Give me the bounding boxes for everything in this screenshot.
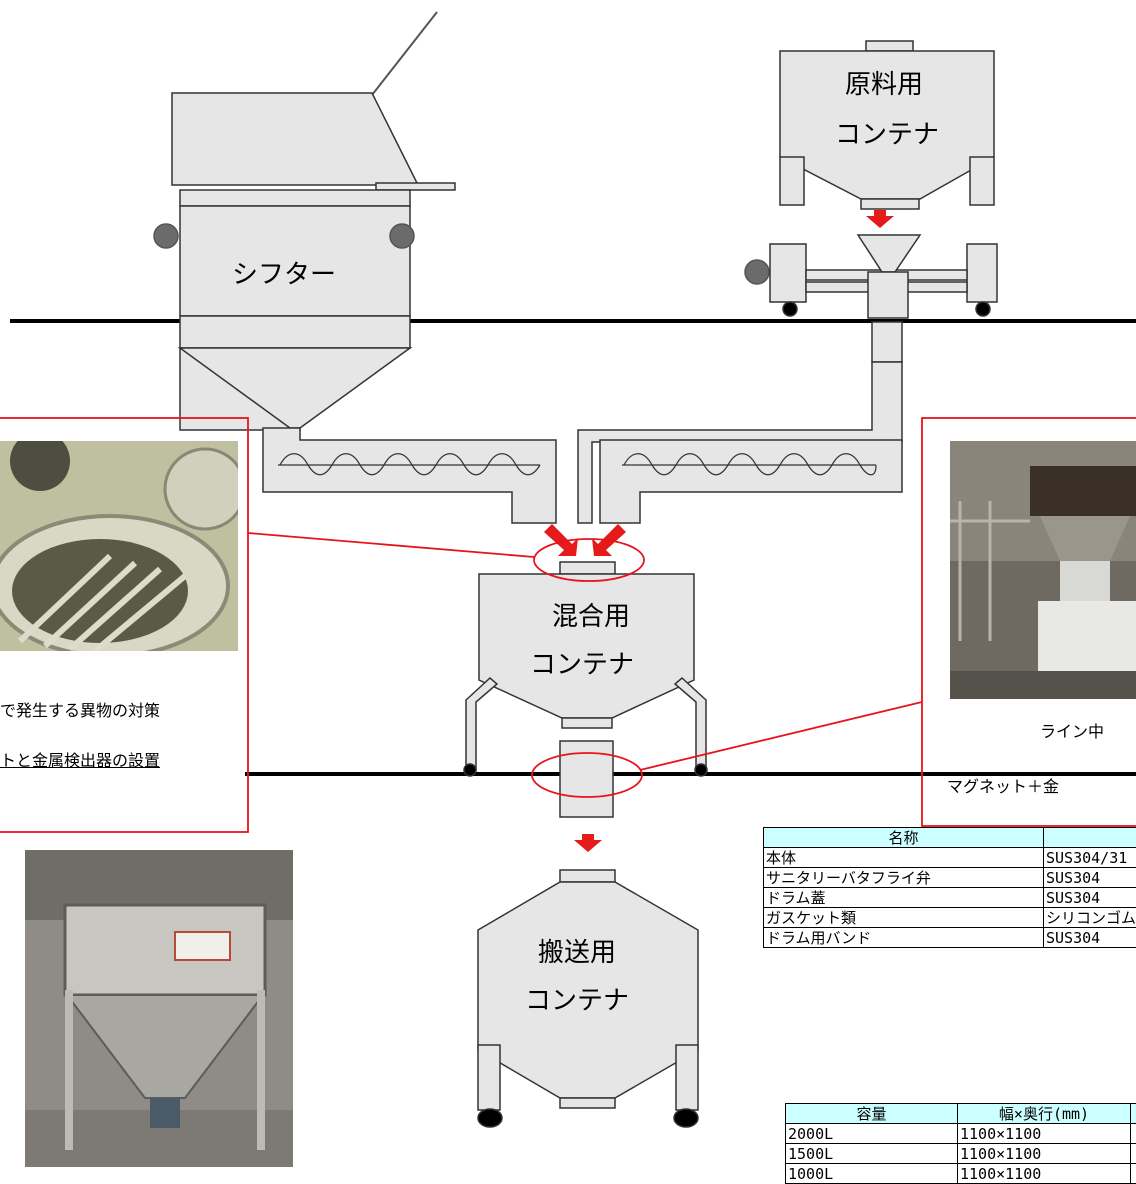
- table-cell: SUS304: [1044, 928, 1136, 948]
- table-cell: サニタリーバタフライ弁: [764, 868, 1044, 888]
- table-cell: 1100×1100: [958, 1144, 1131, 1164]
- transport-container-label-1: 搬送用: [538, 940, 616, 966]
- material-header-material: [1044, 828, 1136, 848]
- magnet-photo: [0, 441, 238, 651]
- table-cell: SUS304: [1044, 868, 1136, 888]
- container-photo: [25, 850, 293, 1167]
- table-cell: SUS304/31: [1044, 848, 1136, 868]
- table-cell: シリコンゴム: [1044, 908, 1136, 928]
- table-cell: 2000L: [786, 1124, 958, 1144]
- transport-container-label-2: コンテナ: [525, 988, 629, 1014]
- raw-container-label-1: 原料用: [845, 72, 923, 98]
- mix-container-label-1: 混合用: [552, 604, 630, 630]
- size-header-capacity: 容量: [786, 1104, 958, 1124]
- mix-container-label-2: コンテナ: [530, 652, 634, 678]
- right-caption-2: マグネット＋金: [947, 773, 1059, 797]
- size-table-header: 容量 幅×奥行(mm): [786, 1104, 1136, 1124]
- table-cell: ドラム蓋: [764, 888, 1044, 908]
- table-cell: SUS304: [1044, 888, 1136, 908]
- table-cell: ドラム用バンド: [764, 928, 1044, 948]
- size-header-extra: [1131, 1104, 1136, 1124]
- material-table-header: 名称: [764, 828, 1136, 848]
- size-header-dimensions: 幅×奥行(mm): [958, 1104, 1131, 1124]
- sifter-label: シフター: [232, 262, 336, 288]
- raw-container-label-2: コンテナ: [835, 122, 939, 148]
- table-cell: 1100×1100: [958, 1124, 1131, 1144]
- table-row: ガスケット類シリコンゴム: [764, 908, 1136, 928]
- table-cell: ガスケット類: [764, 908, 1044, 928]
- mixing-container: [464, 562, 707, 817]
- sifter: [154, 12, 455, 430]
- right-caption-1: ライン中: [1040, 718, 1104, 742]
- feeder-station: [745, 235, 997, 318]
- line-inspection-photo: [950, 441, 1136, 699]
- table-cell: [1131, 1144, 1136, 1164]
- left-caption-1: で発生する異物の対策: [0, 697, 160, 721]
- table-cell: 1500L: [786, 1144, 958, 1164]
- material-header-name: 名称: [764, 828, 1044, 848]
- table-cell: 本体: [764, 848, 1044, 868]
- left-caption-2: トと金属検出器の設置: [0, 747, 160, 771]
- table-cell: [1131, 1124, 1136, 1144]
